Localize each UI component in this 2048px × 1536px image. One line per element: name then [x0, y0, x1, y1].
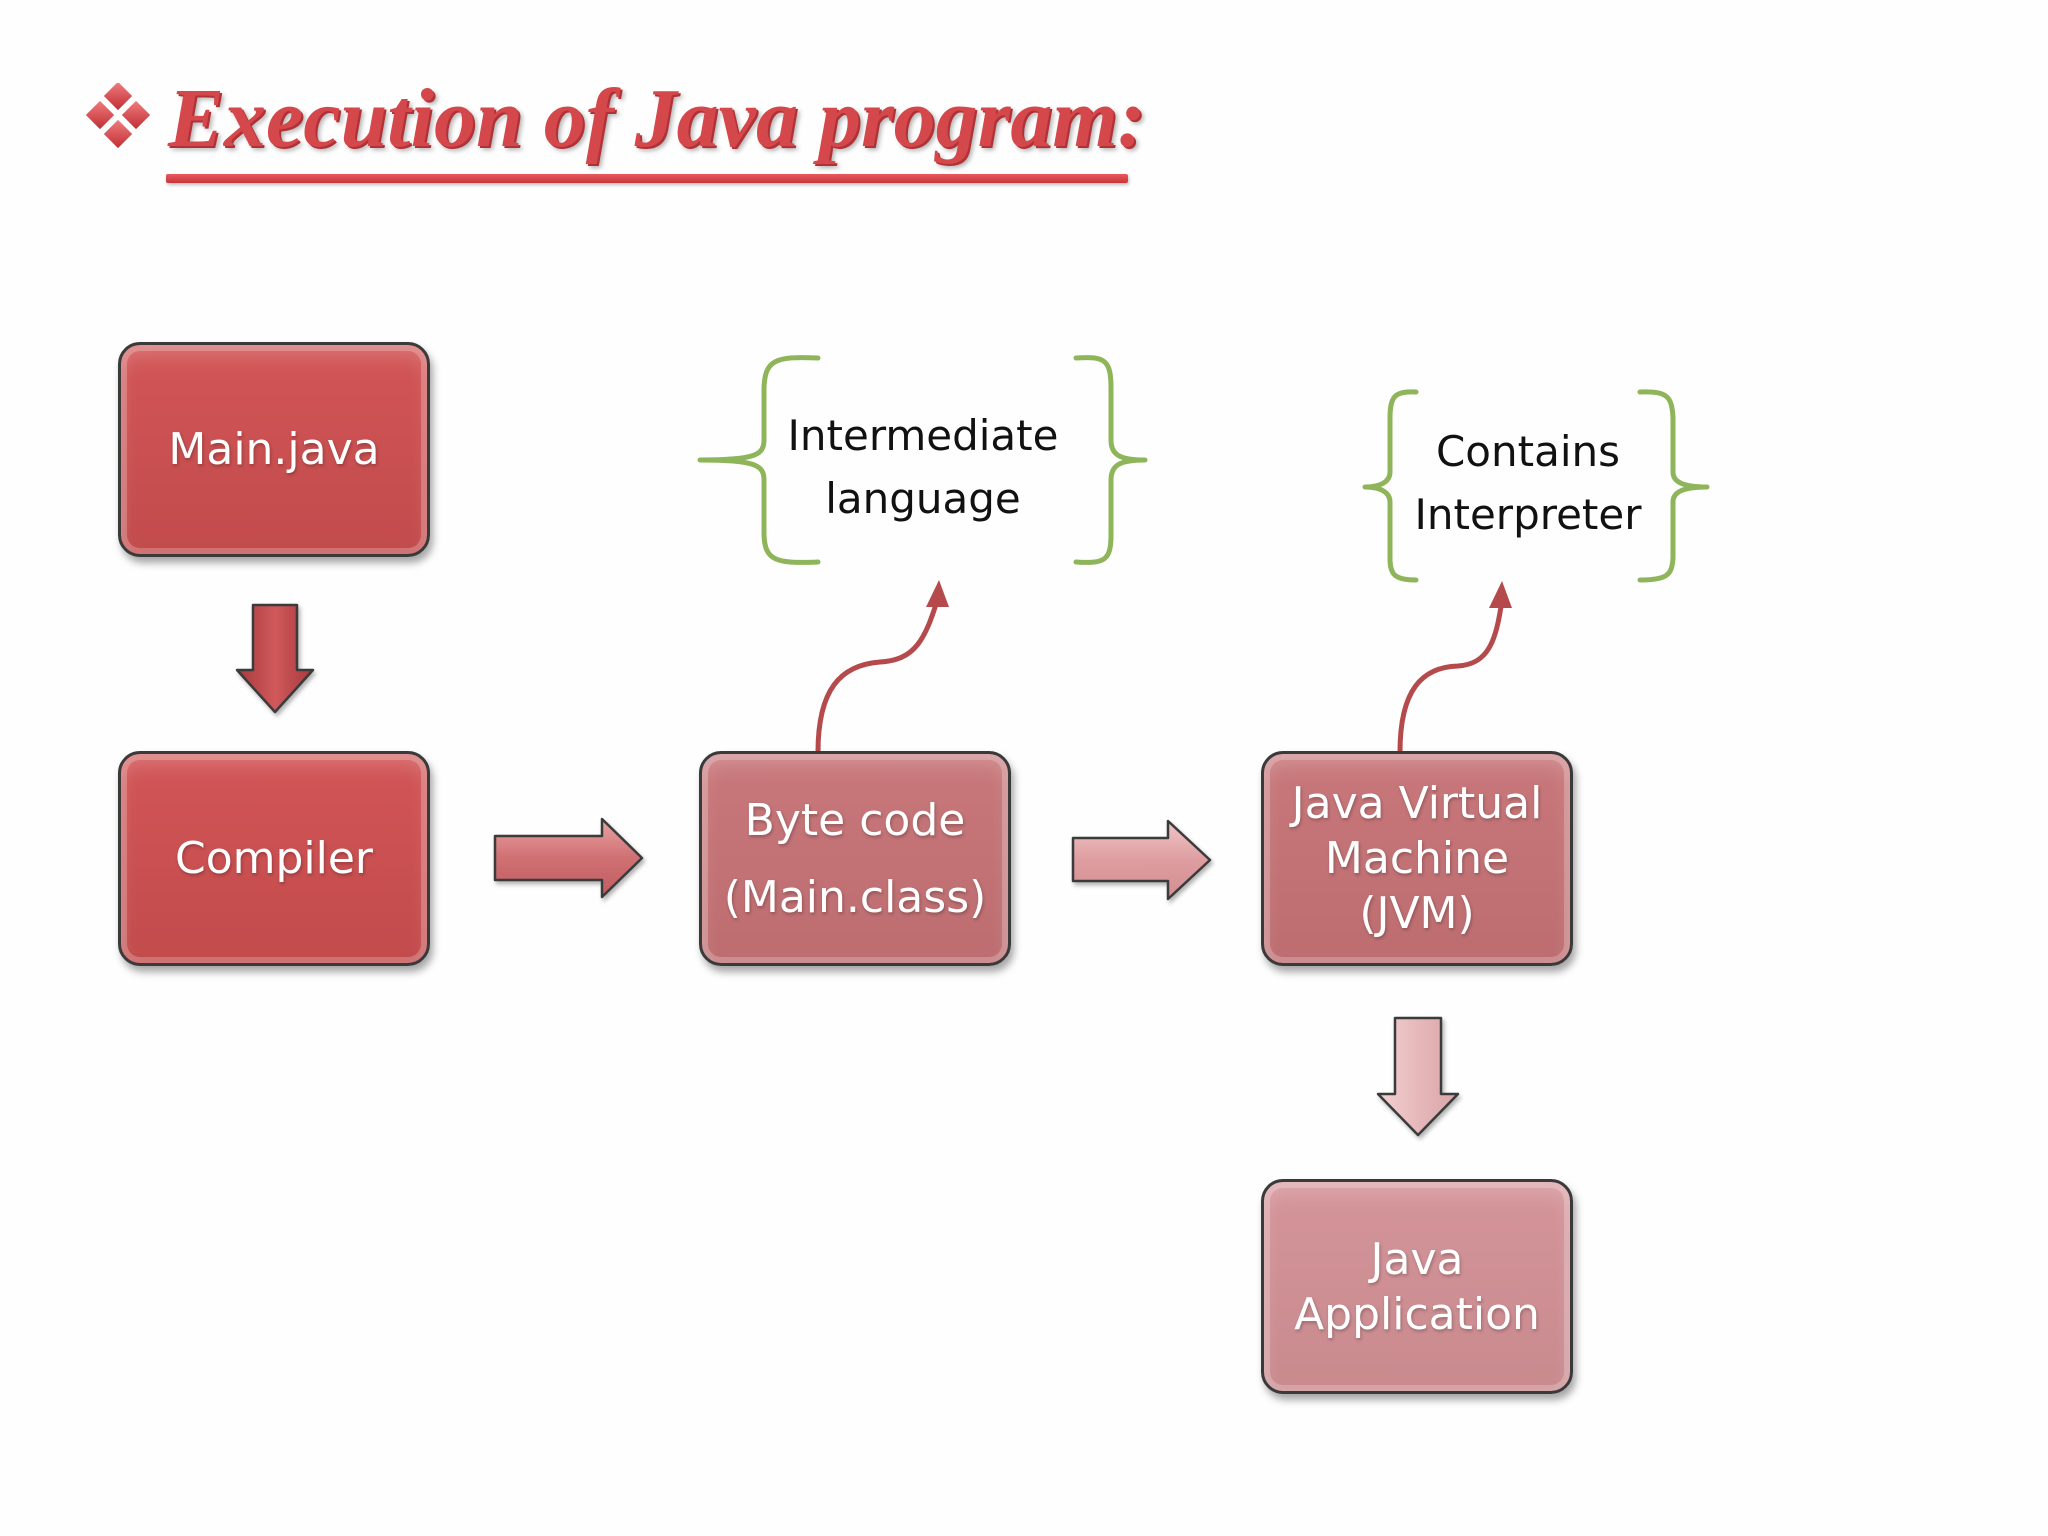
curved-arrow-icon [1397, 581, 1512, 755]
right-brace-icon [1073, 355, 1148, 565]
left-brace-icon [1362, 389, 1419, 583]
node-label: Main.java [168, 424, 380, 475]
node-label: Application [1294, 1288, 1540, 1340]
node-label: (JVM) [1359, 888, 1475, 939]
slide-title: Execution of Java program: [168, 72, 1146, 165]
note-text: Contains [1435, 427, 1621, 476]
title-underline [166, 174, 1128, 183]
curved-arrow-icon [815, 580, 949, 755]
right-arrow-icon [1071, 819, 1212, 901]
down-arrow-icon [1376, 1016, 1460, 1137]
node-java-application: Java Application [1261, 1179, 1573, 1394]
node-label: Java [1370, 1233, 1464, 1285]
down-arrow-icon [235, 603, 315, 714]
node-byte-code: Byte code (Main.class) [699, 751, 1011, 966]
left-brace-icon [697, 355, 821, 565]
note-contains-interpreter: Contains Interpreter [1398, 420, 1658, 546]
node-compiler: Compiler [118, 751, 430, 966]
diamond-bullet-icon [85, 83, 151, 149]
node-main-java: Main.java [118, 342, 430, 557]
node-label: Java Virtual [1291, 778, 1543, 829]
note-text: Intermediate [787, 411, 1059, 460]
node-label: Compiler [174, 833, 374, 884]
right-arrow-icon [493, 817, 644, 899]
node-label: (Main.class) [723, 871, 987, 923]
note-text: Interpreter [1414, 490, 1642, 539]
note-intermediate-language: Intermediate language [775, 404, 1071, 530]
node-jvm: Java Virtual Machine (JVM) [1261, 751, 1573, 966]
right-brace-icon [1637, 389, 1710, 583]
note-text: language [825, 474, 1021, 523]
node-label: Machine [1324, 833, 1510, 884]
node-label: Byte code [744, 794, 966, 846]
